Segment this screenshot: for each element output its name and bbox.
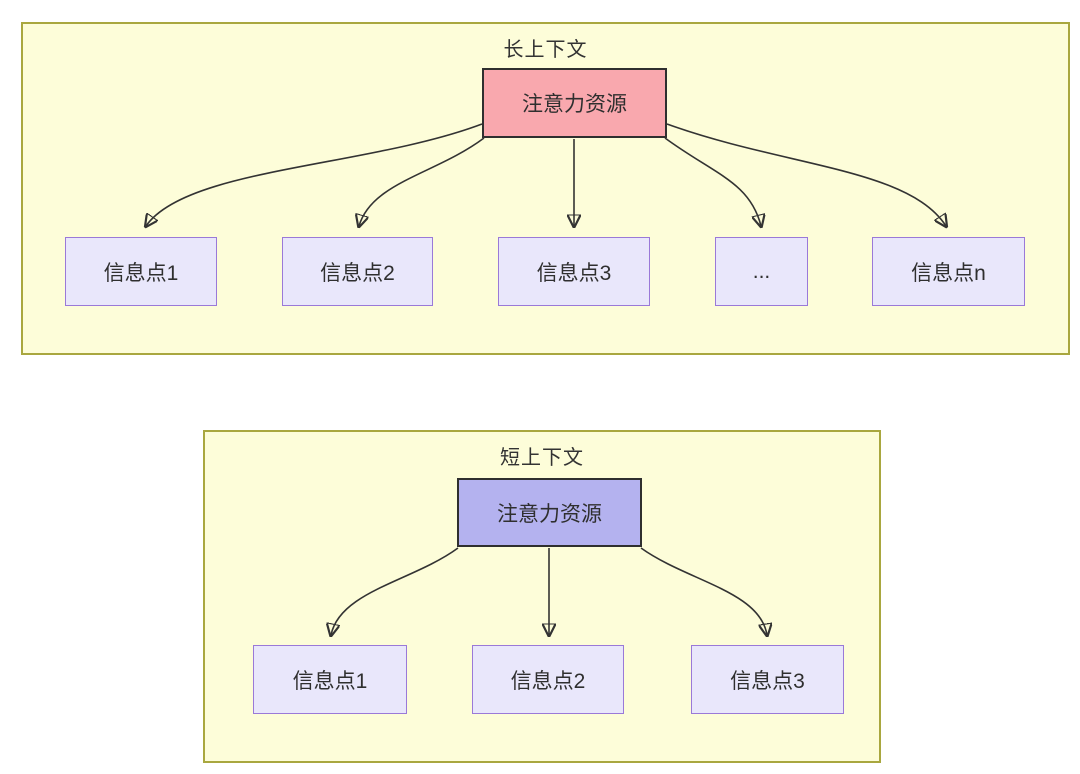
short-info-node-1: 信息点1 — [253, 645, 407, 714]
long-info-node-2: 信息点2 — [282, 237, 433, 306]
short-info-node-2: 信息点2 — [472, 645, 624, 714]
long-info-node-n: 信息点n — [872, 237, 1025, 306]
short-info-node-3: 信息点3 — [691, 645, 844, 714]
long-context-title: 长上下文 — [503, 39, 588, 61]
short-attention-resource-node: 注意力资源 — [457, 478, 642, 547]
long-attention-resource-node: 注意力资源 — [482, 68, 667, 138]
short-context-title: 短上下文 — [500, 447, 584, 469]
long-info-node-3: 信息点3 — [498, 237, 650, 306]
long-info-node-1: 信息点1 — [65, 237, 217, 306]
long-info-node-ellipsis: ... — [715, 237, 808, 306]
